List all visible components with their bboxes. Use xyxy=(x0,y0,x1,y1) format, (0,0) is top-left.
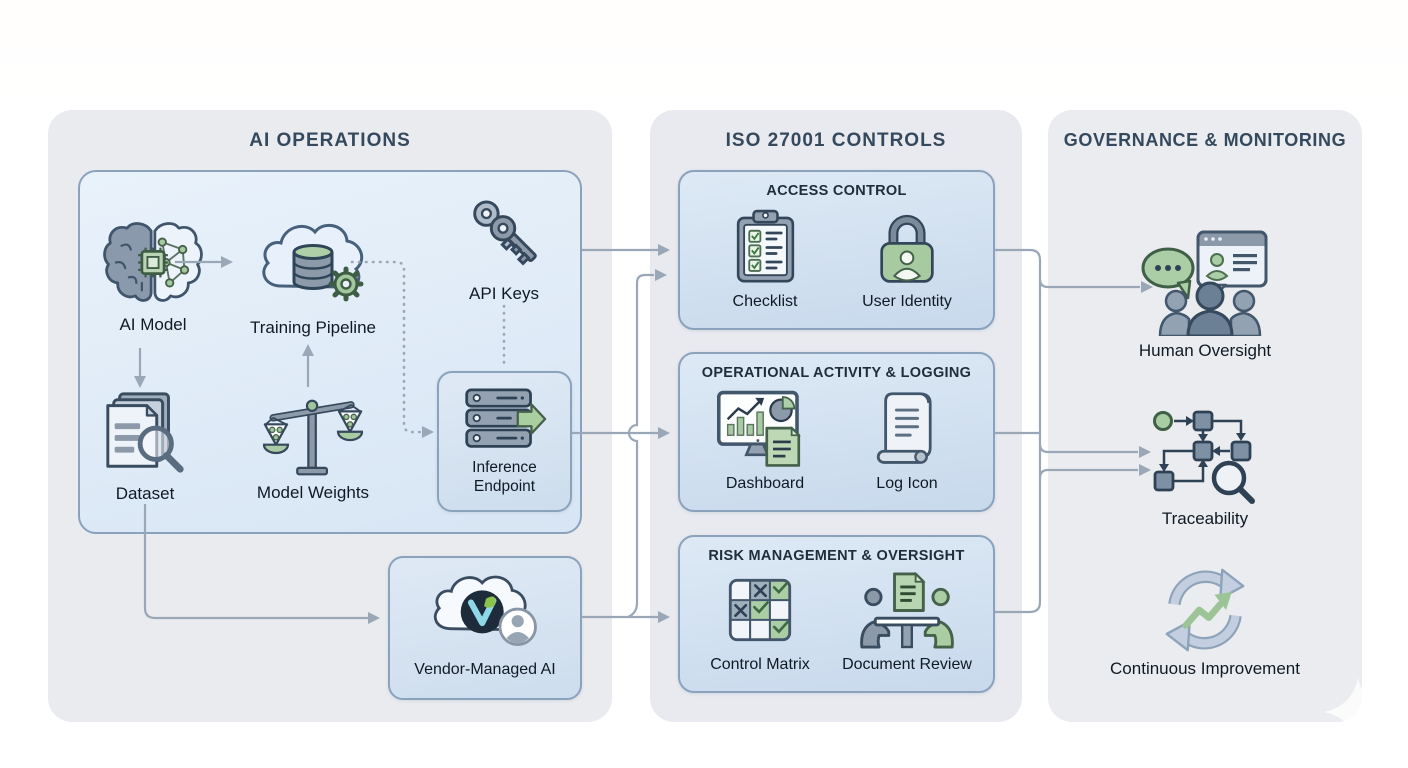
server-stack-icon xyxy=(464,388,546,448)
control-matrix-icon xyxy=(728,578,792,642)
ctl-item-label: User Identity xyxy=(862,293,952,310)
ctl-item-label: Document Review xyxy=(842,656,972,673)
ctl-item-log: Log Icon xyxy=(832,388,982,493)
document-search-icon xyxy=(106,392,184,473)
node-label: Vendor-Managed AI xyxy=(414,661,556,678)
gov-item-label: Continuous Improvement xyxy=(1110,659,1300,678)
panel-title-iso-controls: ISO 27001 CONTROLS xyxy=(725,130,947,151)
ctl-item-control-matrix: Control Matrix xyxy=(685,569,835,674)
ctl-item-label: Dashboard xyxy=(725,475,805,492)
box-operational-logging: OPERATIONAL ACTIVITY & LOGGING xyxy=(678,352,995,512)
gov-item-label: Human Oversight xyxy=(1138,341,1272,360)
node-ai-model: AI Model xyxy=(93,218,213,335)
node-training-pipeline: Training Pipeline xyxy=(246,212,380,338)
node-label: API Keys xyxy=(469,284,539,303)
keys-icon xyxy=(473,200,537,266)
checklist-icon xyxy=(736,209,794,283)
cloud-pipeline-icon xyxy=(262,223,364,302)
ctl-item-dashboard: Dashboard xyxy=(690,388,840,493)
box-access-control: ACCESS CONTROL xyxy=(678,170,995,330)
node-label: Training Pipeline xyxy=(250,318,376,337)
gov-item-human-oversight: Human Oversight xyxy=(1105,224,1305,361)
traceability-flow-icon xyxy=(1153,410,1255,504)
panel-title-ai-operations: AI OPERATIONS xyxy=(249,130,411,151)
node-label: AI Model xyxy=(119,315,187,334)
box-title: OPERATIONAL ACTIVITY & LOGGING xyxy=(701,365,972,381)
document-review-icon xyxy=(860,571,954,648)
panel-title-governance: GOVERNANCE & MONITORING xyxy=(1063,130,1347,150)
node-label: Dataset xyxy=(115,484,175,503)
node-inference-endpoint: Inference Endpoint xyxy=(437,371,572,512)
ctl-item-label: Control Matrix xyxy=(710,656,810,673)
node-vendor-managed-ai: Vendor-Managed AI xyxy=(388,556,582,700)
box-title: RISK MANAGEMENT & OVERSIGHT xyxy=(708,548,965,564)
node-model-weights: Model Weights xyxy=(253,390,373,503)
lock-user-icon xyxy=(880,214,934,283)
continuous-improvement-icon xyxy=(1165,568,1245,652)
ctl-item-document-review: Document Review xyxy=(832,569,982,674)
node-label: Inference Endpoint xyxy=(472,459,537,495)
ctl-item-label: Log Icon xyxy=(876,475,938,492)
human-oversight-icon xyxy=(1141,230,1267,336)
dashboard-icon xyxy=(717,390,801,467)
gov-item-label: Traceability xyxy=(1161,509,1249,528)
gov-item-continuous-improvement: Continuous Improvement xyxy=(1105,566,1305,679)
log-scroll-icon xyxy=(876,392,932,464)
balance-scale-icon xyxy=(263,399,363,476)
node-api-keys: API Keys xyxy=(454,198,554,304)
box-risk-oversight: RISK MANAGEMENT & OVERSIGHT Control Matr… xyxy=(678,535,995,693)
vendor-cloud-icon xyxy=(433,575,537,646)
ctl-item-label: Checklist xyxy=(732,293,798,310)
box-title: ACCESS CONTROL xyxy=(766,183,907,199)
ctl-item-user-identity: User Identity xyxy=(832,206,982,311)
node-dataset: Dataset xyxy=(95,388,195,504)
ctl-item-checklist: Checklist xyxy=(690,206,840,311)
node-label: Model Weights xyxy=(256,483,370,502)
brain-chip-icon xyxy=(103,222,203,302)
gov-item-traceability: Traceability xyxy=(1105,404,1305,529)
